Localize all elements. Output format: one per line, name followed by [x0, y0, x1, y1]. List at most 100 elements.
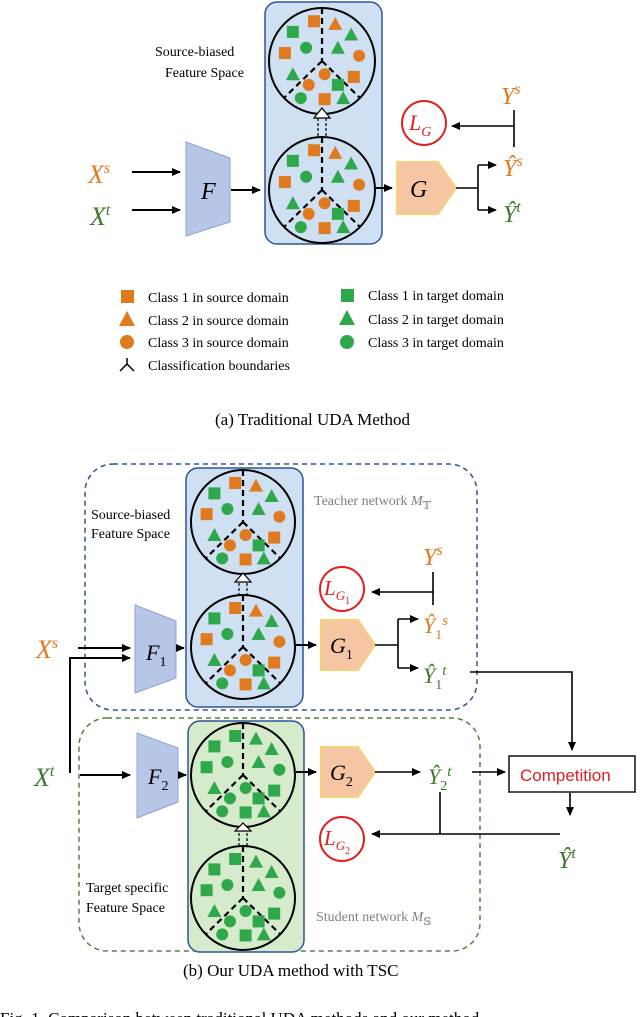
classifier-g2-label: G2	[330, 760, 353, 790]
class1-square-icon	[268, 784, 281, 797]
classification-boundary	[204, 595, 282, 685]
class3-circle-icon	[224, 915, 236, 928]
class1-square-icon	[200, 884, 213, 897]
class2-triangle-icon	[344, 27, 359, 41]
class1-square-icon	[331, 78, 344, 91]
legend-item-3: Class 3 in source domain	[148, 336, 289, 351]
class2-triangle-icon	[330, 40, 345, 54]
encoder-f-label: F	[200, 179, 216, 205]
class2-triangle-icon	[336, 91, 351, 105]
class3-circle-icon	[224, 792, 236, 805]
class3-circle-icon	[221, 628, 234, 640]
class1-square-icon	[278, 47, 291, 60]
class1-square-icon	[308, 144, 321, 157]
class3-circle-icon	[239, 654, 252, 666]
class1-square-icon	[208, 612, 221, 625]
orange-square-icon	[121, 290, 134, 303]
legend-item-7: Class 3 in target domain	[368, 336, 504, 351]
class2-triangle-icon	[264, 489, 279, 502]
feature-circle-top	[268, 7, 376, 115]
pred-y1s: Ŷ1s	[423, 613, 448, 643]
class1-square-icon	[331, 207, 344, 220]
class1-square-icon	[252, 792, 265, 805]
class2-triangle-icon	[256, 804, 271, 818]
class1-square-icon	[200, 633, 213, 646]
class3-circle-icon	[216, 805, 229, 818]
student-circle-bottom	[190, 845, 296, 951]
class2-triangle-icon	[328, 145, 343, 159]
teacher-circle-top	[190, 469, 296, 575]
green-square-icon	[341, 289, 354, 302]
class2-triangle-icon	[249, 478, 263, 492]
feature-circle-bottom	[268, 136, 376, 244]
green-circle-icon	[340, 335, 354, 349]
pred-source: Ŷs	[503, 153, 523, 182]
class1-square-icon	[252, 539, 265, 552]
source-biased-panel	[264, 1, 383, 245]
orange-triangle-icon	[119, 311, 135, 326]
class3-circle-icon	[216, 677, 229, 690]
teacher-feature-panel	[185, 467, 304, 708]
class3-circle-icon	[294, 92, 307, 105]
class1-square-icon	[229, 853, 242, 865]
class2-triangle-icon	[251, 627, 266, 640]
dashed-update-arrow	[312, 107, 332, 136]
label-ys-b: Ys	[423, 542, 443, 571]
class2-triangle-icon	[249, 731, 263, 745]
green-triangle-icon	[339, 310, 355, 325]
class1-square-icon	[347, 70, 360, 83]
loss-lg2-label: LG2	[323, 826, 350, 857]
classifier-g	[396, 161, 458, 215]
loss-lg1	[319, 566, 365, 612]
encoder-f1-label: F1	[145, 640, 166, 670]
class2-triangle-icon	[251, 502, 266, 515]
class1-square-icon	[268, 907, 281, 920]
class2-triangle-icon	[207, 781, 222, 794]
caption-a: (a) Traditional UDA Method	[215, 410, 411, 429]
class1-square-icon	[229, 602, 242, 614]
pred-target: Ŷt	[503, 199, 521, 228]
teacher-label: Teacher network M𝕋	[314, 494, 432, 512]
class3-circle-icon	[273, 763, 286, 776]
input-xt-b: Xt	[33, 763, 55, 792]
class1-square-icon	[278, 176, 291, 189]
input-xt: Xt	[89, 202, 111, 231]
class2-triangle-icon	[285, 196, 300, 210]
student-label: Student network M𝕊	[316, 910, 431, 928]
class3-circle-icon	[224, 664, 236, 677]
class3-circle-icon	[302, 207, 315, 220]
classification-boundary	[204, 846, 282, 936]
class2-triangle-icon	[264, 614, 279, 627]
encoder-f1	[134, 604, 177, 694]
class1-square-icon	[200, 761, 213, 774]
class3-circle-icon	[302, 78, 315, 91]
class2-triangle-icon	[251, 878, 266, 891]
class2-triangle-icon	[256, 676, 271, 690]
classifier-g1-label: G1	[330, 633, 353, 663]
class3-circle-icon	[216, 928, 229, 941]
classifier-g1	[320, 619, 377, 671]
class1-square-icon	[268, 656, 281, 669]
class1-square-icon	[318, 222, 331, 235]
student-dashed-arrow	[233, 822, 253, 846]
class1-square-icon	[239, 553, 252, 566]
class3-circle-icon	[239, 529, 252, 541]
pred-y2t: Ŷ2t	[428, 764, 452, 794]
class3-circle-icon	[353, 49, 366, 62]
class2-triangle-icon	[251, 755, 266, 768]
class2-triangle-icon	[207, 653, 222, 666]
boundary-icon	[119, 358, 135, 372]
teacher-dashed-arrow	[233, 572, 253, 596]
caption-b: (b) Our UDA method with TSC	[183, 961, 399, 980]
class3-circle-icon	[318, 197, 331, 210]
loss-lg2	[319, 816, 365, 862]
class3-circle-icon	[300, 170, 313, 183]
class3-circle-icon	[239, 905, 252, 917]
class3-circle-icon	[224, 539, 236, 552]
class1-square-icon	[286, 154, 299, 167]
class1-square-icon	[286, 25, 299, 38]
